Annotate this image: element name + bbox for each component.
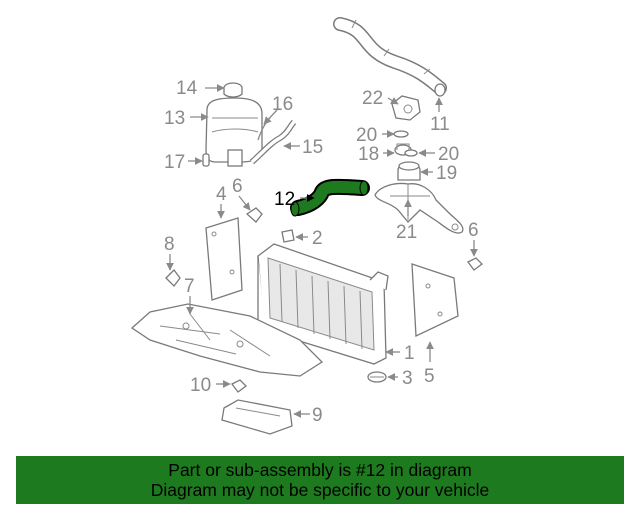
diagram-notice-banner: Part or sub-assembly is #12 in diagram D…: [16, 456, 624, 504]
notice-line-2: Diagram may not be specific to your vehi…: [150, 480, 490, 500]
bolt-10-part: [231, 379, 247, 393]
callout-2: 2: [312, 228, 323, 249]
reservoir-cap-part: [223, 82, 243, 98]
grommet-2-part: [281, 229, 295, 243]
drain-3-part: [367, 371, 387, 383]
callout-15: 15: [302, 137, 323, 158]
callout-18: 18: [358, 144, 379, 165]
callout-5: 5: [424, 366, 435, 387]
baffle-4-part: [205, 217, 243, 301]
thermostat-housing-part: [391, 95, 421, 121]
lower-hose-12-part: [290, 178, 370, 217]
overflow-hose-15-part: [249, 119, 297, 165]
callout-17: 17: [164, 152, 185, 173]
leader-lines: [166, 84, 478, 418]
callout-7: 7: [184, 276, 195, 297]
baffle-5-part: [411, 263, 459, 338]
callout-4: 4: [216, 184, 227, 205]
bolt-6-right-part: [467, 257, 483, 271]
bracket-21-part: [374, 182, 464, 234]
callout-8: 8: [164, 234, 175, 255]
callout-11: 11: [430, 114, 450, 135]
bolt-6-left-part: [245, 207, 263, 223]
callout-13: 13: [164, 108, 185, 129]
deflector-7-part: [130, 303, 324, 377]
coolant-reservoir-part: [205, 97, 263, 167]
callout-21: 21: [396, 222, 417, 243]
clip-17-part: [202, 153, 210, 167]
shield-9-part: [221, 399, 293, 435]
gasket-20-lower-part: [404, 149, 418, 157]
upper-hose-part: [333, 17, 447, 97]
fastener-8-part: [165, 269, 181, 287]
callout-16: 16: [272, 94, 293, 115]
callout-12: 12: [274, 189, 295, 210]
radiator-part: [257, 243, 389, 365]
callout-10: 10: [190, 375, 211, 396]
callout-6-right: 6: [468, 220, 479, 241]
callout-22: 22: [362, 88, 383, 109]
callout-20-lower: 20: [438, 144, 459, 165]
callout-1: 1: [404, 343, 415, 364]
notice-line-1: Part or sub-assembly is #12 in diagram: [168, 460, 472, 480]
water-outlet-part: [397, 161, 421, 181]
callout-6-left: 6: [232, 176, 243, 197]
callout-19: 19: [436, 163, 457, 184]
callout-3: 3: [402, 368, 413, 389]
callout-14: 14: [176, 78, 198, 99]
callout-9: 9: [312, 405, 323, 426]
callout-20-upper: 20: [356, 125, 377, 146]
gasket-20-upper-part: [393, 130, 409, 138]
